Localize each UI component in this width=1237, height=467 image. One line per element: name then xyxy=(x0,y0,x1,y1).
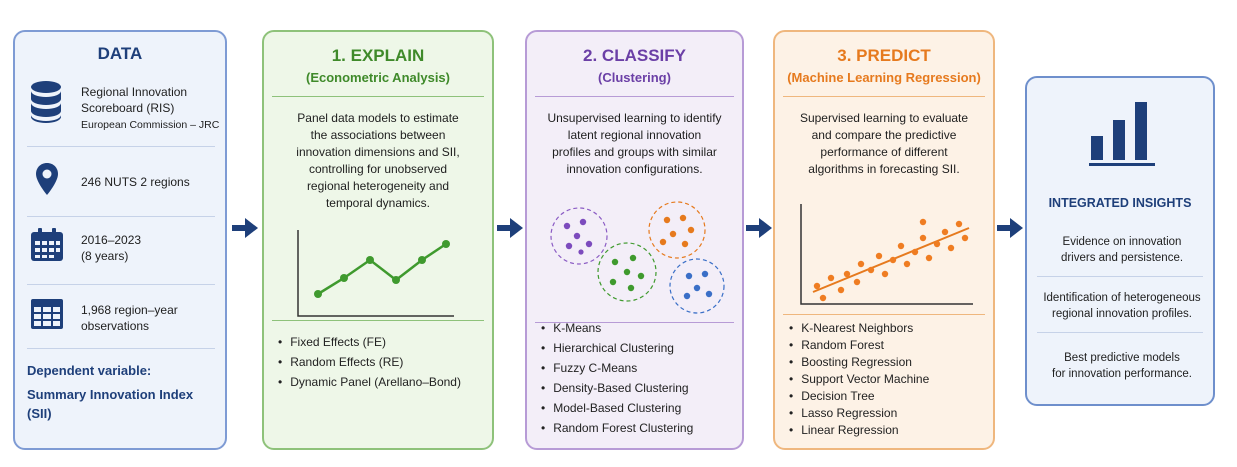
dependent-variable-line1: Summary Innovation Index xyxy=(27,387,194,402)
data-source-line1: Regional Innovation xyxy=(81,85,188,99)
predict-title: 3. PREDICT xyxy=(837,46,931,65)
predict-description-line: algorithms in forecasting SII. xyxy=(808,162,960,176)
dependent-variable-line2: (SII) xyxy=(27,406,52,421)
method-list-item: Fuzzy C-Means xyxy=(541,358,693,378)
explain-subtitle: (Econometric Analysis) xyxy=(305,70,450,85)
classify-title: 2. CLASSIFY xyxy=(583,46,686,65)
explain-description-line: the associations between xyxy=(310,128,446,142)
method-list-item: Boosting Regression xyxy=(789,354,929,371)
data-title: DATA xyxy=(97,44,143,63)
explain-description-line: innovation dimensions and SII, xyxy=(296,145,460,159)
explain-description-line: Panel data models to estimate xyxy=(297,111,459,125)
method-list-item: Density-Based Clustering xyxy=(541,378,693,398)
divider xyxy=(27,216,215,217)
data-regions: 246 NUTS 2 regions xyxy=(81,175,190,189)
arrow-right-icon xyxy=(497,218,523,238)
explain-description: Panel data models to estimate the associa… xyxy=(270,110,486,212)
method-list-item: Random Forest Clustering xyxy=(541,418,693,438)
divider xyxy=(1037,276,1203,277)
divider xyxy=(27,348,215,349)
dependent-variable-label: Dependent variable: xyxy=(27,363,152,378)
arrow-right-icon xyxy=(232,218,258,238)
location-pin-icon xyxy=(36,163,58,195)
predict-description-line: performance of different xyxy=(820,145,948,159)
method-list-item: K-Means xyxy=(541,318,693,338)
data-source-line2: Scoreboard (RIS) xyxy=(81,101,175,115)
explain-description-line: temporal dynamics. xyxy=(325,196,431,210)
explain-description-line: controlling for unobserved xyxy=(308,162,448,176)
explain-panel: 1. EXPLAIN (Econometric Analysis) Panel … xyxy=(262,30,494,450)
table-icon xyxy=(31,299,63,329)
divider xyxy=(27,146,215,147)
predict-methods-list: K-Nearest NeighborsRandom ForestBoosting… xyxy=(789,320,929,439)
clusters-icon xyxy=(550,201,725,314)
method-list-item: Fixed Effects (FE) xyxy=(278,332,461,352)
divider xyxy=(535,96,734,97)
predict-subtitle: (Machine Learning Regression) xyxy=(787,70,981,85)
bar-chart-icon xyxy=(1089,102,1155,166)
method-list-item: Random Forest xyxy=(789,337,929,354)
predict-description-line: Supervised learning to evaluate xyxy=(799,111,969,125)
divider xyxy=(272,96,484,97)
method-list-item: Hierarchical Clustering xyxy=(541,338,693,358)
data-years-line1: 2016–2023 xyxy=(81,233,142,247)
predict-description-line: and compare the predictive xyxy=(811,128,957,142)
classify-methods-list: K-MeansHierarchical ClusteringFuzzy C-Me… xyxy=(541,318,693,438)
divider xyxy=(783,314,985,315)
classify-subtitle: (Clustering) xyxy=(598,70,671,85)
insight-item-drivers: Evidence on innovation drivers and persi… xyxy=(1060,236,1184,264)
method-list-item: Random Effects (RE) xyxy=(278,352,461,372)
insights-title: INTEGRATED INSIGHTS xyxy=(1048,196,1192,210)
database-icon xyxy=(31,81,61,123)
predict-panel: 3. PREDICT (Machine Learning Regression)… xyxy=(773,30,995,450)
divider xyxy=(783,96,985,97)
classify-description-line: profiles and groups with similar xyxy=(552,145,717,159)
data-observations-line1: 1,968 region–year xyxy=(81,303,178,317)
explain-methods-list: Fixed Effects (FE)Random Effects (RE)Dyn… xyxy=(278,332,461,392)
classify-description: Unsupervised learning to identify latent … xyxy=(531,110,738,178)
explain-title: 1. EXPLAIN xyxy=(331,46,425,65)
divider xyxy=(272,320,484,321)
method-list-item: Support Vector Machine xyxy=(789,371,929,388)
method-list-item: Linear Regression xyxy=(789,422,929,439)
calendar-icon xyxy=(31,228,63,261)
data-years-line2: (8 years) xyxy=(81,249,129,263)
classify-panel: 2. CLASSIFY (Clustering) Unsupervised le… xyxy=(525,30,744,450)
integrated-insights-panel: INTEGRATED INSIGHTS Evidence on innovati… xyxy=(1025,76,1215,406)
data-observations-line2: observations xyxy=(81,319,150,333)
data-panel: DATA Regional Innovation Scoreboard (RIS… xyxy=(13,30,227,450)
method-list-item: Decision Tree xyxy=(789,388,929,405)
scatter-regression-icon xyxy=(800,204,973,305)
predict-description: Supervised learning to evaluate and compa… xyxy=(779,110,989,178)
data-source-org: European Commission – JRC xyxy=(81,119,220,131)
line-chart-icon xyxy=(297,230,454,317)
classify-description-line: innovation configurations. xyxy=(566,162,703,176)
method-list-item: Dynamic Panel (Arellano–Bond) xyxy=(278,372,461,392)
method-list-item: Model-Based Clustering xyxy=(541,398,693,418)
classify-description-line: Unsupervised learning to identify xyxy=(547,111,722,125)
method-list-item: Lasso Regression xyxy=(789,405,929,422)
arrow-right-icon xyxy=(997,218,1023,238)
insight-item-models: Best predictive models for innovation pe… xyxy=(1052,352,1192,380)
insight-item-profiles: Identification of heterogeneous regional… xyxy=(1043,292,1201,320)
arrow-right-icon xyxy=(746,218,772,238)
method-list-item: K-Nearest Neighbors xyxy=(789,320,929,337)
divider xyxy=(1037,332,1203,333)
classify-description-line: latent regional innovation xyxy=(567,128,702,142)
divider xyxy=(27,284,215,285)
explain-description-line: regional heterogeneity and xyxy=(306,179,450,193)
